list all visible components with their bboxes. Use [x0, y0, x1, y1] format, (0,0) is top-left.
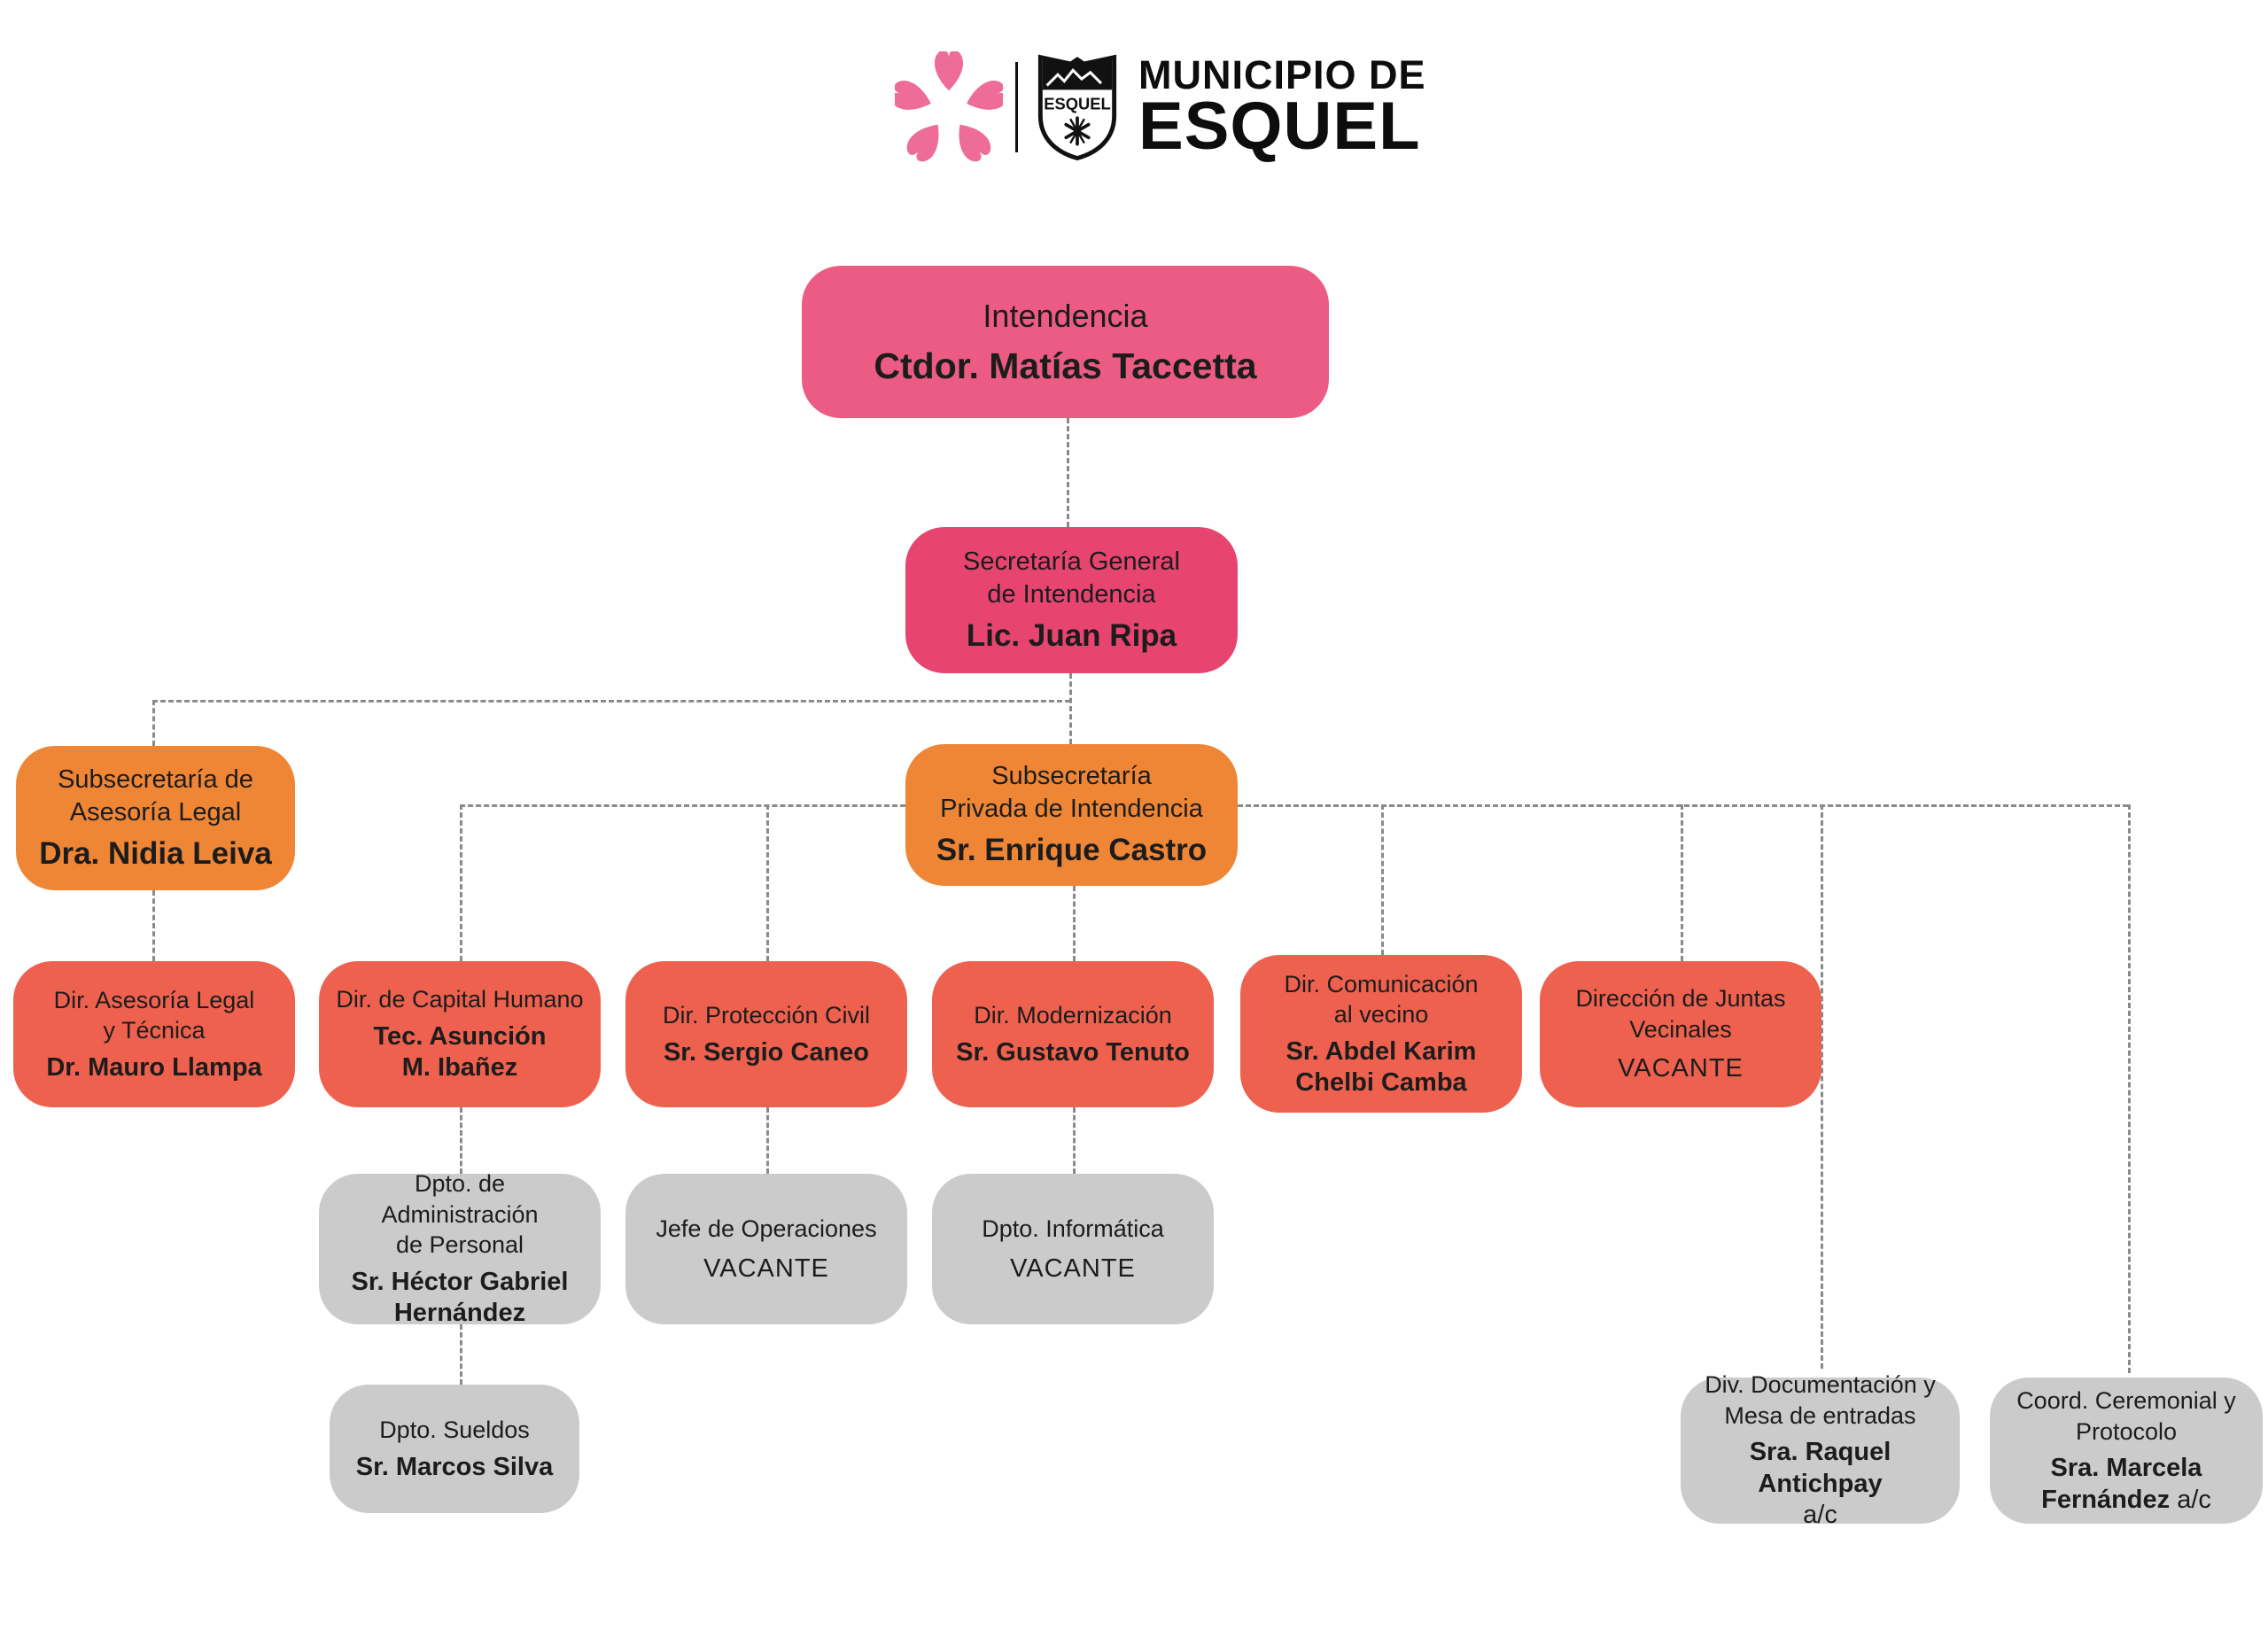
connector-to-subsec-legal [152, 700, 155, 746]
connector-branch-top [152, 700, 1070, 702]
org-node-dpto-sueldos: Dpto. Sueldos Sr. Marcos Silva [330, 1385, 579, 1513]
acting-suffix: a/c [2177, 1485, 2211, 1514]
org-node-secretaria-general: Secretaría General de Intendencia Lic. J… [905, 527, 1238, 673]
connector-to-juntas [1681, 804, 1683, 961]
brand-wordmark: MUNICIPIO DE ESQUEL [1138, 52, 1426, 165]
node-title: Dpto. Informática [982, 1215, 1164, 1243]
node-person: Sr. Marcos Silva [355, 1452, 554, 1481]
org-node-subsec-privada: Subsecretaría Privada de Intendencia Sr.… [905, 744, 1238, 886]
logo-divider [1015, 62, 1018, 152]
connector-to-comunicacion [1381, 804, 1384, 955]
node-person: Sr. Enrique Castro [936, 833, 1208, 868]
node-title: Dir. de Capital Humano [336, 986, 584, 1013]
municipio-esquel-logo: ESQUEL MUNICIPIO DE ESQUEL [895, 51, 1426, 163]
node-person: Sr. Sergio Caneo [663, 1037, 870, 1067]
connector-proteccion-operaciones [766, 1107, 769, 1174]
org-node-coord-ceremonial: Coord. Ceremonial y Protocolo Sra. Marce… [1990, 1378, 2263, 1524]
node-person: Tec. Asunción M. Ibañez [373, 1021, 547, 1083]
org-node-dpto-informatica: Dpto. Informática VACANTE [932, 1174, 1214, 1324]
org-node-dir-capital-humano: Dir. de Capital Humano Tec. Asunción M. … [319, 961, 601, 1107]
connector-administracion-sueldos [460, 1324, 462, 1385]
org-node-dir-comunicacion: Dir. Comunicación al vecino Sr. Abdel Ka… [1240, 955, 1522, 1113]
org-node-div-documentacion: Div. Documentación y Mesa de entradas Sr… [1681, 1371, 1960, 1529]
node-title: Dir. Asesoría Legal y Técnica [53, 986, 255, 1044]
node-person: Sr. Abdel Karim Chelbi Camba [1285, 1036, 1477, 1098]
node-title: Jefe de Operaciones [656, 1215, 877, 1243]
org-node-subsec-asesoria-legal: Subsecretaría de Asesoría Legal Dra. Nid… [16, 746, 295, 890]
node-title: Intendencia [983, 298, 1148, 335]
node-person: Ctdor. Matías Taccetta [874, 345, 1257, 386]
node-person: Lic. Juan Ripa [966, 617, 1177, 653]
node-title: Secretaría General de Intendencia [962, 547, 1180, 609]
node-title: Subsecretaría de Asesoría Legal [58, 765, 253, 827]
connector-legal-dir [152, 890, 155, 961]
flower-icon [895, 51, 1003, 162]
node-person: Sr. Héctor Gabriel Hernández [351, 1267, 569, 1328]
node-person: Dr. Mauro Llampa [46, 1052, 262, 1082]
brand-bottom-text: ESQUEL [1138, 89, 1421, 165]
svg-text:ESQUEL: ESQUEL [1044, 94, 1111, 113]
org-node-dpto-administracion: Dpto. de Administración de Personal Sr. … [319, 1170, 601, 1327]
connector-intendencia-secretaria [1067, 418, 1069, 527]
node-vacancy: VACANTE [703, 1254, 829, 1283]
node-person: Sra. Marcela Fernández a/c [2041, 1454, 2211, 1514]
connector-to-proteccion-civil [766, 804, 769, 961]
org-node-dir-modernizacion: Dir. Modernización Sr. Gustavo Tenuto [932, 961, 1214, 1107]
node-title: Dir. Comunicación al vecino [1284, 970, 1479, 1028]
node-vacancy: VACANTE [1010, 1254, 1136, 1283]
org-node-dir-proteccion-civil: Dir. Protección Civil Sr. Sergio Caneo [625, 961, 907, 1107]
node-person: Sr. Gustavo Tenuto [956, 1037, 1190, 1067]
node-title: Subsecretaría Privada de Intendencia [940, 762, 1203, 824]
node-title: Dir. Protección Civil [662, 1002, 871, 1029]
connector-branch-left [460, 804, 905, 807]
connector-secretaria-subsec-privada [1069, 673, 1072, 744]
node-title: Dpto. Sueldos [379, 1417, 530, 1444]
node-title: Dpto. de Administración de Personal [381, 1170, 539, 1259]
connector-to-documentacion [1821, 804, 1823, 1369]
org-node-jefe-operaciones: Jefe de Operaciones VACANTE [625, 1174, 907, 1324]
node-person: Dra. Nidia Leiva [39, 835, 272, 871]
node-title: Div. Documentación y Mesa de entradas [1705, 1371, 1936, 1429]
snowflake-icon [1064, 116, 1091, 146]
connector-to-capital-humano [460, 804, 462, 961]
org-node-dir-juntas-vecinales: Dirección de Juntas Vecinales VACANTE [1540, 961, 1821, 1107]
org-node-intendencia: Intendencia Ctdor. Matías Taccetta [802, 266, 1329, 418]
connector-capital-administracion [460, 1107, 462, 1174]
node-title: Coord. Ceremonial y Protocolo [2016, 1387, 2236, 1445]
esquel-crest-icon: ESQUEL [1037, 54, 1117, 161]
node-vacancy: VACANTE [1618, 1054, 1744, 1083]
connector-modernizacion-informatica [1073, 1107, 1076, 1174]
connector-to-modernizacion [1073, 886, 1076, 961]
node-title: Dirección de Juntas Vecinales [1575, 985, 1786, 1043]
brand-top-text: MUNICIPIO DE [1138, 52, 1426, 98]
org-node-dir-asesoria-legal: Dir. Asesoría Legal y Técnica Dr. Mauro … [13, 961, 295, 1107]
acting-suffix: a/c [1803, 1501, 1837, 1530]
connector-to-ceremonial [2128, 804, 2131, 1373]
node-title: Dir. Modernización [974, 1002, 1172, 1029]
